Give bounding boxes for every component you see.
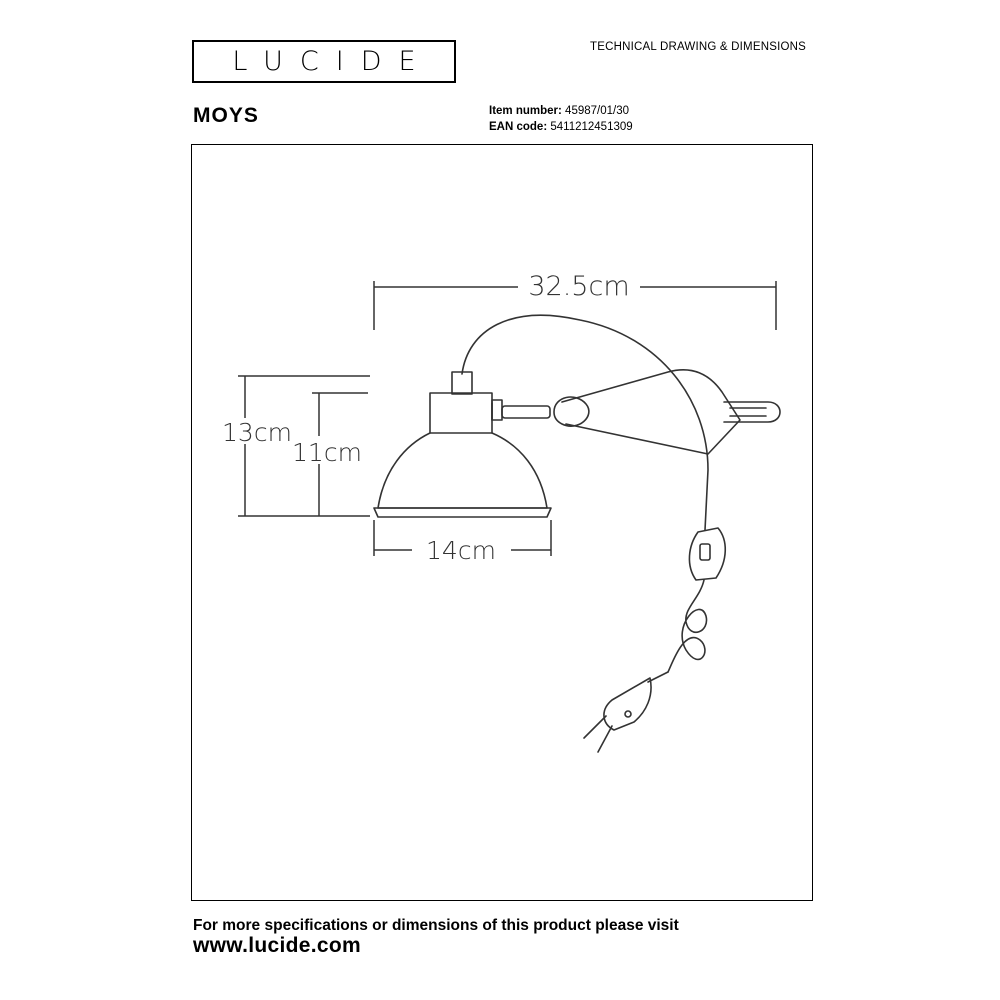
width-dimension-line [373,281,777,330]
footer-text: For more specifications or dimensions of… [193,917,679,934]
lamp-shade [373,371,552,518]
ean-row: EAN code: 5411212451309 [489,119,633,135]
coiled-cable [667,579,708,673]
product-name: MOYS [193,104,259,127]
inline-switch [688,527,727,581]
diameter-dimension-line [373,520,552,556]
footer-url-link[interactable]: www.lucide.com [193,934,361,957]
total-height-label: 13cm [222,418,292,447]
total-height-dimension-line [238,375,370,517]
diameter-label: 14cm [426,536,496,565]
item-number-row: Item number: 45987/01/30 [489,103,633,119]
shade-height-dimension-line [312,392,368,516]
width-label: 32.5cm [528,271,629,302]
ean-value: 5411212451309 [550,121,633,133]
power-plug [583,671,669,753]
document-type: TECHNICAL DRAWING & DIMENSIONS [590,41,806,53]
power-cable [461,314,709,531]
drawing-frame [191,144,813,901]
product-meta: Item number: 45987/01/30 EAN code: 54112… [489,103,633,135]
shade-height-label: 11cm [292,438,362,467]
brand-logo: LUCIDE [192,40,456,83]
item-number-label: Item number: [489,105,562,117]
item-number-value: 45987/01/30 [565,105,629,117]
ean-label: EAN code: [489,121,548,133]
clamp [501,369,781,455]
brand-logo-text: LUCIDE [232,46,433,77]
